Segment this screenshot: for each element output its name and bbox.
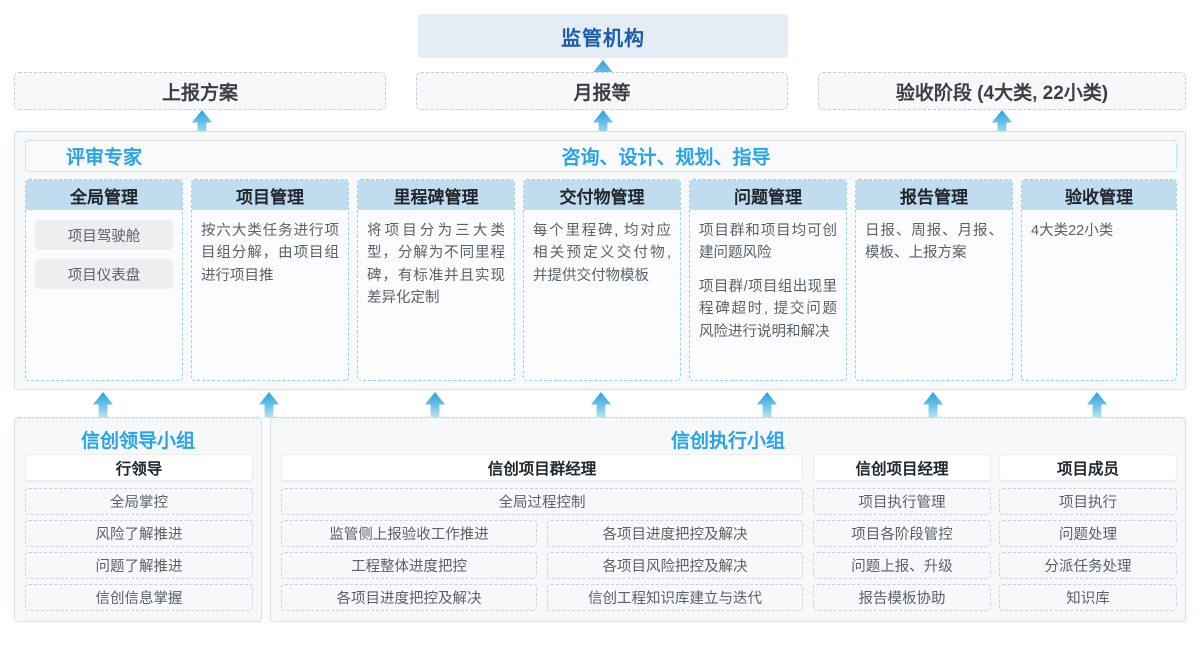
arrow-up-col-7 bbox=[1087, 392, 1107, 418]
column-project-management-title: 项目管理 bbox=[192, 180, 348, 210]
report-box-monthly: 月报等 bbox=[416, 72, 788, 110]
column-report-management-title: 报告管理 bbox=[856, 180, 1012, 210]
pill-project-cockpit[interactable]: 项目驾驶舱 bbox=[35, 220, 173, 250]
arrow-up-col-1 bbox=[93, 392, 113, 418]
item-project-manager-4[interactable]: 报告模板协助 bbox=[813, 584, 991, 611]
subhead-project-member[interactable]: 项目成员 bbox=[999, 454, 1177, 481]
item-project-member-4[interactable]: 知识库 bbox=[999, 584, 1177, 611]
item-leadership-3[interactable]: 问题了解推进 bbox=[25, 552, 253, 579]
column-acceptance-management[interactable]: 验收管理 4大类22小类 bbox=[1021, 179, 1177, 381]
column-report-management-body: 日报、周报、月报、模板、上报方案 bbox=[856, 210, 1012, 273]
column-milestone-management-text: 将项目分为三大类型，分解为不同里程碑，有标准并且实现差异化定制 bbox=[367, 223, 505, 307]
report-box-monthly-label: 月报等 bbox=[573, 82, 631, 104]
column-acceptance-management-title: 验收管理 bbox=[1022, 180, 1176, 210]
platform-panel: 评审专家 咨询、设计、规划、指导 全局管理 项目驾驶舱 项目仪表盘 项目管理 按… bbox=[14, 131, 1186, 390]
group-execution-title: 信创执行小组 bbox=[670, 431, 785, 452]
item-project-manager-1[interactable]: 项目执行管理 bbox=[813, 488, 991, 515]
item-program-left-3[interactable]: 各项目进度把控及解决 bbox=[281, 584, 537, 611]
report-box-plan: 上报方案 bbox=[14, 72, 386, 110]
arrow-up-col-4 bbox=[591, 392, 611, 418]
subhead-bank-leader[interactable]: 行领导 bbox=[25, 454, 253, 481]
item-program-left-2[interactable]: 工程整体进度把控 bbox=[281, 552, 537, 579]
column-acceptance-management-body: 4大类22小类 bbox=[1022, 210, 1176, 250]
column-deliverable-management-text: 每个里程碑, 均对应相关预定义交付物, 并提供交付物模板 bbox=[533, 223, 671, 284]
group-leadership-title: 信创领导小组 bbox=[80, 431, 195, 452]
item-project-member-2[interactable]: 问题处理 bbox=[999, 520, 1177, 547]
arrow-up-col-2 bbox=[259, 392, 279, 418]
role-consulting-design: 咨询、设计、规划、指导 bbox=[561, 147, 771, 169]
group-execution: 信创执行小组 信创项目群经理 全局过程控制 监管侧上报验收工作推进 工程整体进度… bbox=[270, 417, 1186, 622]
column-project-management-body: 按六大类任务进行项目组分解，由项目组进行项目推 bbox=[192, 210, 348, 295]
column-milestone-management-title: 里程碑管理 bbox=[358, 180, 514, 210]
group-leadership: 信创领导小组 行领导 全局掌控 风险了解推进 问题了解推进 信创信息掌握 bbox=[14, 417, 262, 622]
column-deliverable-management-title: 交付物管理 bbox=[524, 180, 680, 210]
item-leadership-1[interactable]: 全局掌控 bbox=[25, 488, 253, 515]
item-program-right-3[interactable]: 信创工程知识库建立与迭代 bbox=[547, 584, 803, 611]
column-acceptance-management-text: 4大类22小类 bbox=[1031, 223, 1114, 239]
item-project-manager-2[interactable]: 项目各阶段管控 bbox=[813, 520, 991, 547]
report-box-plan-label: 上报方案 bbox=[161, 82, 238, 104]
column-milestone-management-body: 将项目分为三大类型，分解为不同里程碑，有标准并且实现差异化定制 bbox=[358, 210, 514, 318]
item-program-wide[interactable]: 全局过程控制 bbox=[281, 488, 803, 515]
subhead-program-manager[interactable]: 信创项目群经理 bbox=[281, 454, 803, 481]
column-project-management-text: 按六大类任务进行项目组分解，由项目组进行项目推 bbox=[201, 223, 339, 284]
item-leadership-4[interactable]: 信创信息掌握 bbox=[25, 584, 253, 611]
column-global-management[interactable]: 全局管理 项目驾驶舱 项目仪表盘 bbox=[25, 179, 183, 381]
arrow-up-col-3 bbox=[425, 392, 445, 418]
column-global-management-body: 项目驾驶舱 项目仪表盘 bbox=[26, 210, 182, 306]
column-global-management-title: 全局管理 bbox=[26, 180, 182, 210]
platform-columns: 全局管理 项目驾驶舱 项目仪表盘 项目管理 按六大类任务进行项目组分解，由项目组… bbox=[25, 179, 1177, 381]
column-milestone-management[interactable]: 里程碑管理 将项目分为三大类型，分解为不同里程碑，有标准并且实现差异化定制 bbox=[357, 179, 515, 381]
report-box-acceptance: 验收阶段 (4大类, 22小类) bbox=[818, 72, 1186, 110]
column-issue-management-text-1: 项目群和项目均可创建问题风险 bbox=[699, 223, 837, 262]
column-report-management-text: 日报、周报、月报、模板、上报方案 bbox=[865, 223, 1003, 262]
item-program-right-1[interactable]: 各项目进度把控及解决 bbox=[547, 520, 803, 547]
item-project-member-1[interactable]: 项目执行 bbox=[999, 488, 1177, 515]
report-box-acceptance-label: 验收阶段 (4大类, 22小类) bbox=[895, 82, 1109, 104]
column-deliverable-management[interactable]: 交付物管理 每个里程碑, 均对应相关预定义交付物, 并提供交付物模板 bbox=[523, 179, 681, 381]
arrow-up-col-6 bbox=[923, 392, 943, 418]
top-banner-regulator: 监管机构 bbox=[418, 14, 788, 58]
column-issue-management-title: 问题管理 bbox=[690, 180, 846, 210]
pill-project-dashboard[interactable]: 项目仪表盘 bbox=[35, 259, 173, 289]
item-project-manager-3[interactable]: 问题上报、升级 bbox=[813, 552, 991, 579]
item-project-member-3[interactable]: 分派任务处理 bbox=[999, 552, 1177, 579]
top-banner-label: 监管机构 bbox=[561, 27, 645, 50]
subhead-project-manager[interactable]: 信创项目经理 bbox=[813, 454, 991, 481]
column-issue-management-text-2: 项目群/项目组出现里程碑超时, 提交问题风险进行说明和解决 bbox=[699, 278, 837, 340]
item-leadership-2[interactable]: 风险了解推进 bbox=[25, 520, 253, 547]
item-program-right-2[interactable]: 各项目风险把控及解决 bbox=[547, 552, 803, 579]
column-issue-management-body: 项目群和项目均可创建问题风险 项目群/项目组出现里程碑超时, 提交问题风险进行说… bbox=[690, 210, 846, 351]
role-review-expert: 评审专家 bbox=[66, 147, 143, 169]
column-deliverable-management-body: 每个里程碑, 均对应相关预定义交付物, 并提供交付物模板 bbox=[524, 210, 680, 295]
item-program-left-1[interactable]: 监管侧上报验收工作推进 bbox=[281, 520, 537, 547]
column-project-management[interactable]: 项目管理 按六大类任务进行项目组分解，由项目组进行项目推 bbox=[191, 179, 349, 381]
platform-role-bar: 评审专家 咨询、设计、规划、指导 bbox=[25, 140, 1177, 172]
arrow-up-col-5 bbox=[757, 392, 777, 418]
column-report-management[interactable]: 报告管理 日报、周报、月报、模板、上报方案 bbox=[855, 179, 1013, 381]
column-issue-management[interactable]: 问题管理 项目群和项目均可创建问题风险 项目群/项目组出现里程碑超时, 提交问题… bbox=[689, 179, 847, 381]
